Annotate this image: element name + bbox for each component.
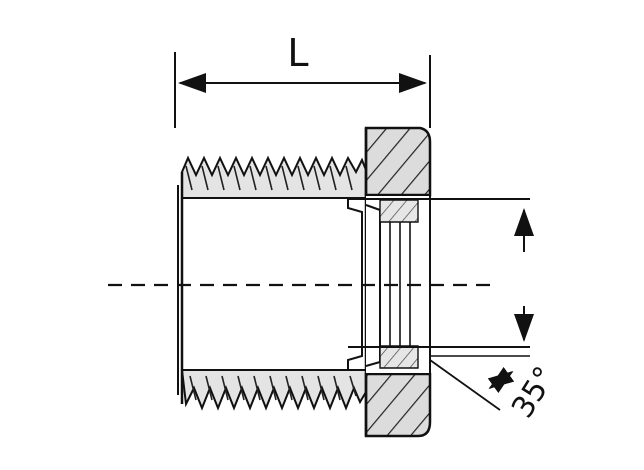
external-thread-top — [181, 155, 367, 199]
length-dimension: L — [174, 31, 431, 128]
angle-dimension: 35° — [429, 359, 563, 425]
angle-label: 35° — [505, 361, 563, 425]
hex-head-section — [364, 126, 432, 438]
external-thread-bottom — [180, 369, 367, 411]
angle-leader-line — [429, 359, 501, 411]
diameter-dimension — [348, 198, 534, 357]
inner-bore — [177, 172, 363, 404]
length-label: L — [287, 31, 308, 75]
angle-arrow — [487, 366, 515, 394]
